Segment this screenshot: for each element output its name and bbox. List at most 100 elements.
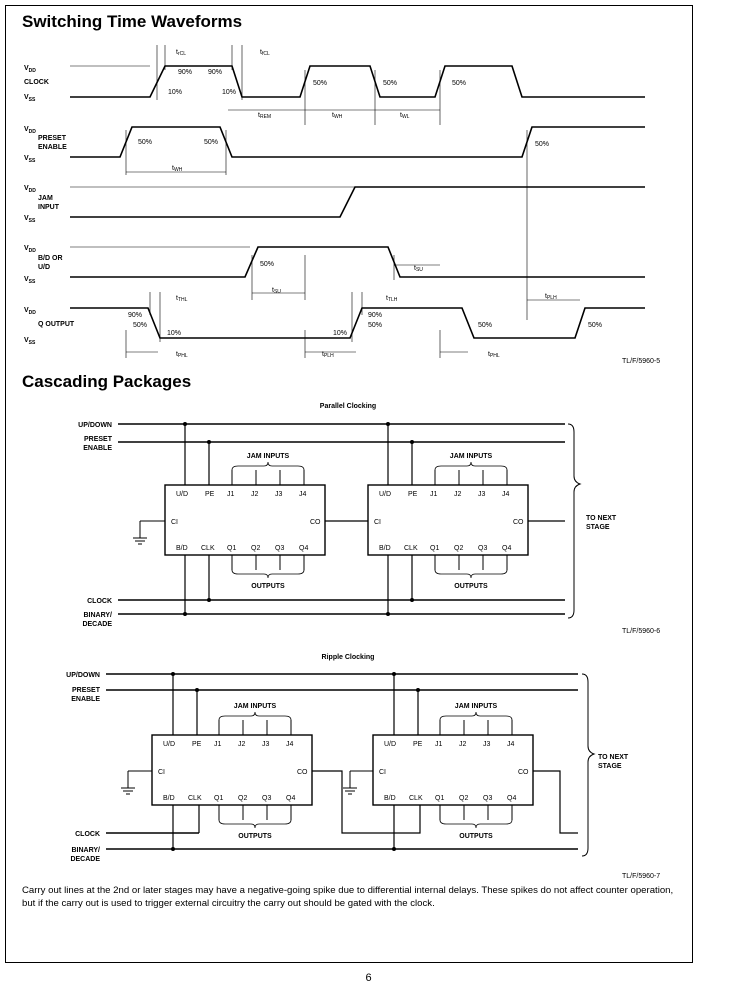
svg-text:J3: J3 — [275, 491, 283, 498]
svg-text:CLK: CLK — [409, 795, 423, 802]
svg-text:tTLH: tTLH — [386, 295, 398, 303]
svg-text:J4: J4 — [299, 491, 307, 498]
svg-text:UP/DOWN: UP/DOWN — [78, 422, 112, 429]
svg-text:Q4: Q4 — [507, 795, 516, 802]
svg-text:ENABLE: ENABLE — [83, 445, 112, 452]
svg-text:J3: J3 — [262, 741, 270, 748]
clock-waveform: VDD CLOCK VSS trCL tfCL 90% 90% 10% 10% … — [24, 45, 645, 125]
svg-text:tfCL: tfCL — [260, 49, 270, 57]
svg-text:50%: 50% — [133, 322, 147, 329]
svg-text:PE: PE — [413, 741, 423, 748]
carry-out-note: Carry out lines at the 2nd or later stag… — [22, 885, 674, 909]
svg-text:10%: 10% — [167, 330, 181, 337]
svg-text:OUTPUTS: OUTPUTS — [459, 833, 493, 840]
svg-text:J3: J3 — [478, 491, 486, 498]
svg-text:J3: J3 — [483, 741, 491, 748]
q-output-waveform: VDD Q OUTPUT VSS 90% 50% 10% 10% 90% 50%… — [24, 292, 660, 365]
svg-text:J4: J4 — [507, 741, 515, 748]
svg-text:tPHL: tPHL — [488, 351, 500, 359]
svg-text:J1: J1 — [227, 491, 235, 498]
svg-text:VSS: VSS — [24, 276, 36, 285]
svg-text:Q1: Q1 — [214, 795, 223, 802]
svg-text:PE: PE — [205, 491, 215, 498]
svg-text:ENABLE: ENABLE — [71, 696, 100, 703]
svg-text:BINARY/: BINARY/ — [71, 847, 100, 854]
preset-enable-waveform: VDD PRESET ENABLE VSS 50% 50% 50% tWH — [24, 126, 645, 320]
jam-input-waveform: VDD JAM INPUT VSS — [24, 185, 645, 224]
svg-text:CI: CI — [379, 769, 386, 776]
svg-text:tSU: tSU — [414, 265, 423, 273]
svg-text:CLK: CLK — [201, 545, 215, 552]
bd-ud-waveform: VDD B/D OR U/D VSS 50% tSU tSU — [24, 245, 645, 300]
svg-text:Q4: Q4 — [299, 545, 308, 552]
svg-text:50%: 50% — [260, 261, 274, 268]
svg-text:PRESET: PRESET — [38, 135, 67, 142]
svg-text:VDD: VDD — [24, 185, 36, 194]
parallel-clocking-diagram: Parallel Clocking UP/DOWN PRESET ENABLE … — [78, 403, 660, 635]
svg-text:UP/DOWN: UP/DOWN — [66, 672, 100, 679]
svg-text:tREM: tREM — [258, 112, 271, 120]
svg-text:PRESET: PRESET — [72, 687, 101, 694]
svg-text:Ripple Clocking: Ripple Clocking — [322, 654, 375, 661]
svg-text:Q1: Q1 — [227, 545, 236, 552]
svg-text:ENABLE: ENABLE — [38, 144, 67, 151]
svg-text:Q4: Q4 — [286, 795, 295, 802]
waveforms-title: Switching Time Waveforms — [22, 12, 243, 31]
svg-text:tTHL: tTHL — [176, 295, 188, 303]
svg-text:50%: 50% — [204, 139, 218, 146]
svg-text:CO: CO — [297, 769, 308, 776]
svg-text:DECADE: DECADE — [82, 621, 112, 628]
svg-text:Parallel Clocking: Parallel Clocking — [320, 403, 376, 410]
svg-text:50%: 50% — [383, 80, 397, 87]
svg-text:90%: 90% — [208, 69, 222, 76]
ripple-clocking-diagram: Ripple Clocking UP/DOWN PRESET ENABLE CL… — [66, 654, 660, 880]
svg-text:U/D: U/D — [176, 491, 188, 498]
svg-text:90%: 90% — [368, 312, 382, 319]
svg-text:tWH: tWH — [332, 112, 343, 120]
svg-text:JAM INPUTS: JAM INPUTS — [247, 453, 290, 460]
svg-text:J1: J1 — [435, 741, 443, 748]
svg-text:B/D: B/D — [384, 795, 396, 802]
svg-text:10%: 10% — [168, 89, 182, 96]
svg-text:INPUT: INPUT — [38, 204, 60, 211]
svg-text:CO: CO — [518, 769, 529, 776]
cascading-title: Cascading Packages — [22, 372, 192, 391]
svg-text:TL/F/5960-5: TL/F/5960-5 — [622, 358, 660, 365]
svg-text:trCL: trCL — [176, 49, 186, 57]
svg-text:B/D: B/D — [176, 545, 188, 552]
svg-text:Q4: Q4 — [502, 545, 511, 552]
svg-text:VDD: VDD — [24, 307, 36, 316]
svg-text:Q3: Q3 — [262, 795, 271, 802]
svg-text:Q3: Q3 — [478, 545, 487, 552]
svg-text:CLOCK: CLOCK — [75, 831, 100, 838]
svg-text:J2: J2 — [251, 491, 259, 498]
svg-text:JAM INPUTS: JAM INPUTS — [234, 703, 277, 710]
svg-text:JAM INPUTS: JAM INPUTS — [450, 453, 493, 460]
svg-text:tWL: tWL — [400, 112, 410, 120]
svg-text:CLOCK: CLOCK — [87, 598, 112, 605]
svg-text:CLOCK: CLOCK — [24, 79, 49, 86]
svg-text:Q1: Q1 — [435, 795, 444, 802]
svg-text:Q3: Q3 — [483, 795, 492, 802]
svg-text:tPHL: tPHL — [176, 351, 188, 359]
svg-text:CO: CO — [513, 519, 524, 526]
svg-text:50%: 50% — [478, 322, 492, 329]
svg-text:TL/F/5960-6: TL/F/5960-6 — [622, 628, 660, 635]
svg-text:TO NEXT: TO NEXT — [598, 754, 629, 761]
svg-text:TL/F/5960-7: TL/F/5960-7 — [622, 873, 660, 880]
svg-text:50%: 50% — [452, 80, 466, 87]
svg-text:VDD: VDD — [24, 126, 36, 135]
svg-text:J2: J2 — [454, 491, 462, 498]
page-frame — [5, 5, 693, 963]
svg-text:OUTPUTS: OUTPUTS — [251, 583, 285, 590]
svg-text:90%: 90% — [128, 312, 142, 319]
svg-text:BINARY/: BINARY/ — [83, 612, 112, 619]
page-number: 6 — [365, 972, 372, 984]
svg-text:50%: 50% — [313, 80, 327, 87]
svg-text:50%: 50% — [535, 141, 549, 148]
svg-text:Q3: Q3 — [275, 545, 284, 552]
svg-text:90%: 90% — [178, 69, 192, 76]
svg-text:J2: J2 — [238, 741, 246, 748]
svg-text:STAGE: STAGE — [598, 763, 622, 770]
svg-text:U/D: U/D — [38, 264, 50, 271]
